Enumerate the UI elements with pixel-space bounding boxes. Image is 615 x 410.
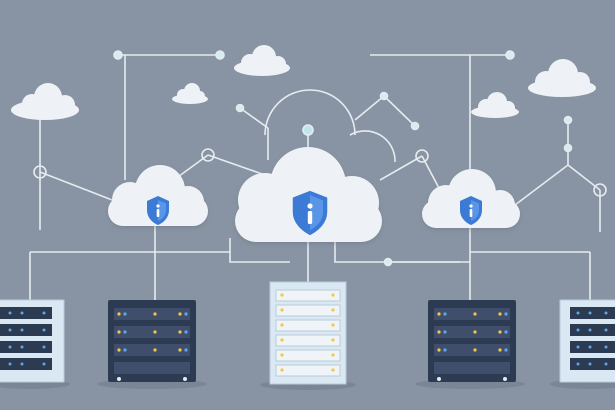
node-dot xyxy=(383,257,393,267)
server-rack-far-right xyxy=(559,299,615,383)
background-clouds xyxy=(11,45,596,120)
small-cloud-right xyxy=(471,92,519,118)
small-cloud-left xyxy=(11,83,79,120)
small-cloud-mid xyxy=(172,83,208,104)
server-rack-far-left xyxy=(0,299,65,383)
node-ring xyxy=(201,148,215,162)
server-rack-right xyxy=(428,300,516,382)
small-cloud-far-right xyxy=(528,59,596,97)
node-dot xyxy=(302,124,314,136)
shield-info-icon xyxy=(291,189,329,237)
server-rack-left xyxy=(108,300,196,382)
shield-info-icon xyxy=(460,196,482,225)
server-rack-center xyxy=(269,281,347,385)
node-dot xyxy=(563,143,573,153)
node-ring xyxy=(33,165,47,179)
node-dot xyxy=(113,50,123,60)
node-dot xyxy=(215,50,225,60)
node-dot xyxy=(505,50,515,60)
node-dot xyxy=(410,121,420,131)
connector-nodes xyxy=(33,50,607,267)
small-cloud-top xyxy=(234,45,290,76)
node-dot xyxy=(235,103,245,113)
shield-info-icon xyxy=(147,196,169,225)
node-ring xyxy=(415,149,429,163)
node-dot xyxy=(563,115,573,125)
node-ring xyxy=(593,183,607,197)
node-dot xyxy=(379,91,389,101)
